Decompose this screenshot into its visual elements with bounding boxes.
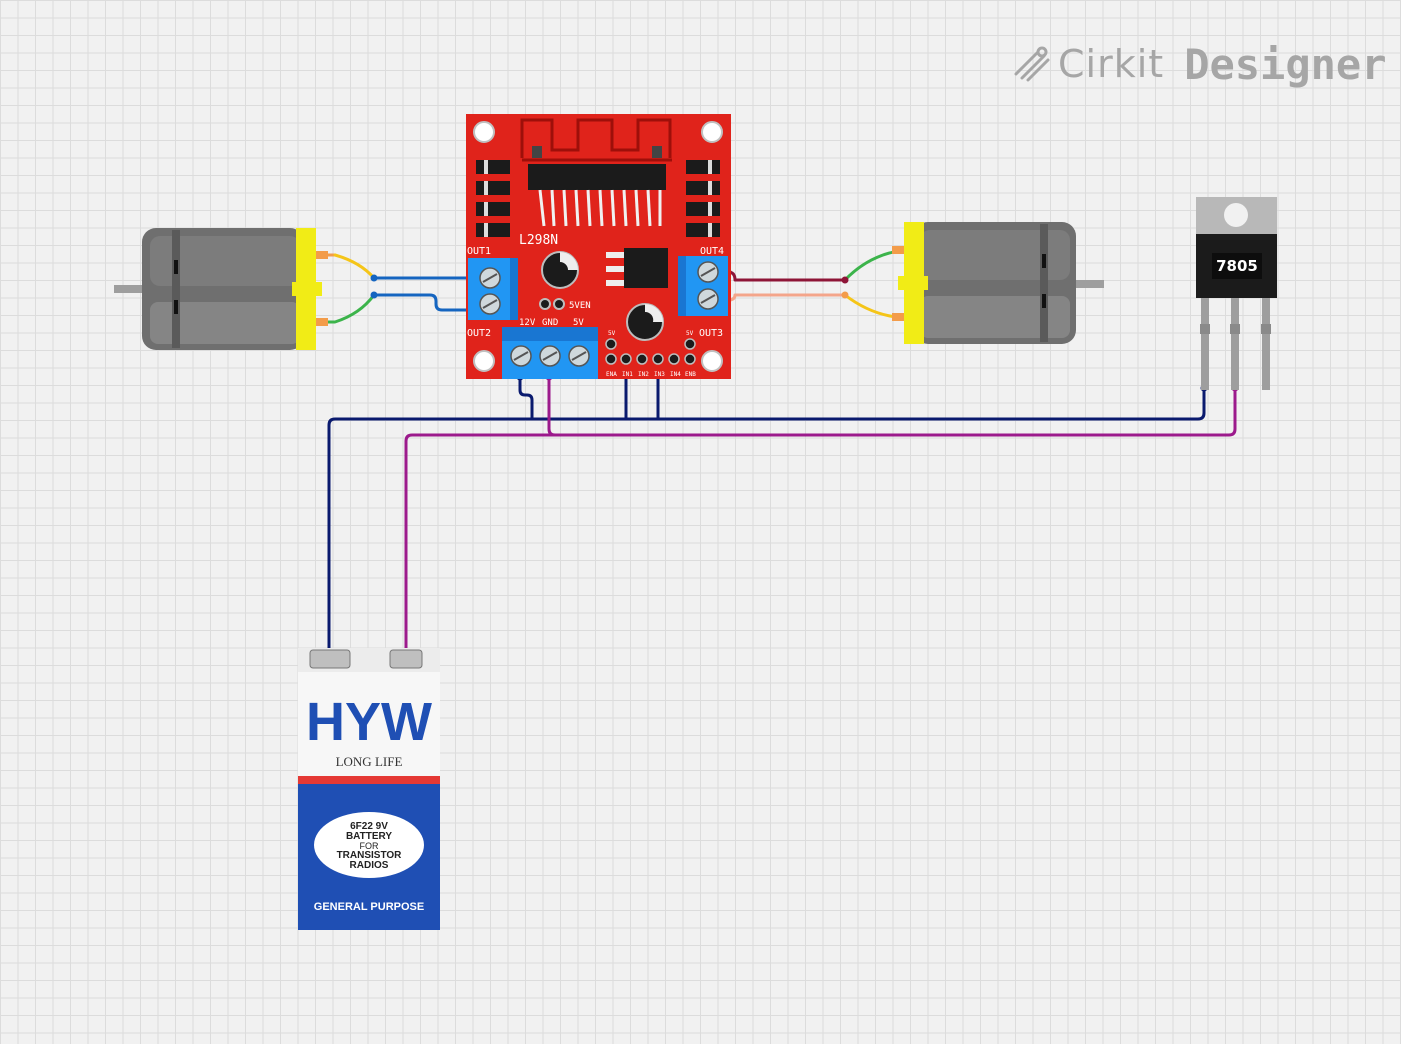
terminal-power[interactable]: [502, 327, 598, 379]
pwr-gnd-label: GND: [542, 318, 558, 328]
heatsink: [520, 118, 672, 162]
wire-out4-salmon[interactable]: [726, 293, 847, 302]
diodes-right: [686, 160, 720, 237]
wire-motor2-green[interactable]: [843, 248, 907, 282]
regulator-label: 7805: [1216, 257, 1258, 275]
pin-in2-label: IN2: [638, 371, 649, 378]
battery-oval-line4: TRANSISTOR: [337, 850, 403, 861]
wire-motor1-yellow[interactable]: [333, 253, 376, 280]
wire-battery-to-gnd[interactable]: [404, 386, 1237, 657]
wires: [318, 248, 1237, 657]
battery-footer: GENERAL PURPOSE: [314, 901, 424, 913]
wire-motor1-green[interactable]: [318, 293, 376, 324]
chip-legs: [538, 189, 662, 227]
wire-12v-drop[interactable]: [518, 375, 534, 421]
out4-label: OUT4: [700, 246, 724, 257]
l298n-chip: [528, 164, 666, 190]
onboard-regulator: [624, 248, 668, 288]
wire-battery-to-12v[interactable]: [327, 386, 1206, 657]
jumper-5ven-label: 5VEN: [569, 301, 591, 311]
out1-label: OUT1: [467, 246, 491, 257]
capacitor-1: [541, 251, 579, 289]
terminal-out1-out2[interactable]: [468, 258, 518, 320]
battery-tagline: LONG LIFE: [336, 754, 403, 769]
header-pins[interactable]: [605, 338, 696, 365]
pin-in3-label: IN3: [654, 371, 665, 378]
sv-right-label: 5V: [686, 330, 694, 337]
pin-ena-label: ENA: [606, 371, 617, 378]
cirkit-logo-icon: [1014, 46, 1050, 82]
diodes-left: [476, 160, 510, 237]
battery-9v[interactable]: HYW LONG LIFE 6F22 9V BATTERY FOR TRANSI…: [298, 648, 440, 930]
brand-name-bold: Designer: [1184, 39, 1387, 89]
battery-oval-line2: BATTERY: [346, 831, 392, 842]
wire-out4-maroon[interactable]: [726, 270, 847, 282]
pwr-12v-label: 12V: [519, 318, 536, 328]
pin-enb-label: ENB: [685, 371, 696, 378]
battery-oval-line3: FOR: [360, 841, 379, 851]
battery-brand: HYW: [306, 692, 432, 752]
pin-in4-label: IN4: [670, 371, 681, 378]
l298n-driver-board[interactable]: L298N OUT1 OUT4 OUT2 OUT3 5VEN: [466, 114, 731, 379]
wire-junctions: [325, 268, 1239, 659]
dc-motor-right[interactable]: [892, 222, 1104, 344]
terminal-out3-out4[interactable]: [678, 256, 728, 316]
chip-label: L298N: [519, 233, 558, 248]
sv-left-label: 5V: [608, 330, 616, 337]
pin-in1-label: IN1: [622, 371, 633, 378]
pwr-5v-label: 5V: [573, 318, 584, 328]
battery-oval-line5: RADIOS: [350, 860, 389, 871]
wire-out1-b[interactable]: [372, 293, 473, 312]
wire-gnd-drop[interactable]: [547, 375, 557, 437]
voltage-regulator-7805[interactable]: 7805: [1196, 197, 1277, 390]
cirkit-designer-logo: Cirkit Designer: [1012, 36, 1386, 92]
brand-name-light: Cirkit: [1058, 42, 1165, 86]
battery-oval-line1: 6F22 9V: [350, 821, 388, 832]
dc-motor-left[interactable]: [114, 228, 328, 350]
out2-label: OUT2: [467, 328, 491, 339]
out3-label: OUT3: [699, 328, 723, 339]
capacitor-2: [626, 303, 664, 341]
